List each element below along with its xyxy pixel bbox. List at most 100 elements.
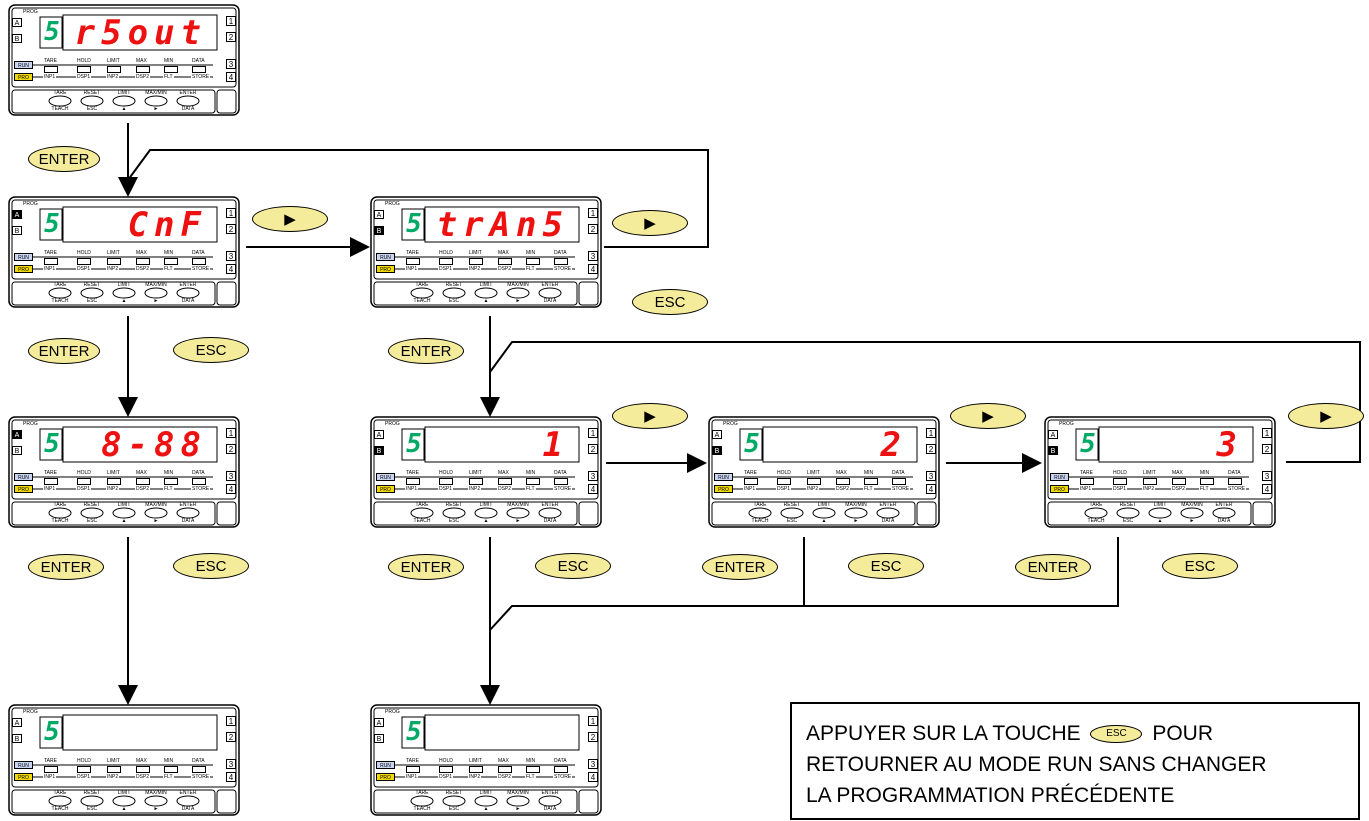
led-label: LIMIT [468,470,483,476]
setpoint-digit: 5 [406,429,422,459]
key-label: LIMIT [479,790,493,796]
key-label: RESET [83,282,101,288]
output-indicator-2: 2 [588,224,598,234]
output-indicator-1: 1 [1262,428,1272,438]
led-box [498,258,512,265]
prog-label: PROG [23,201,38,207]
esc-button[interactable]: ESC [632,289,708,315]
led-label: INP1 [405,774,419,780]
led-label: FLT [525,266,536,272]
output-indicator-3: 3 [226,59,236,69]
led-label: FLT [863,486,874,492]
esc-button[interactable]: ESC [1162,553,1238,579]
key-label: ► [515,806,521,812]
led-box [136,766,150,773]
output-indicator-3: 3 [226,471,236,481]
led-label: DSP1 [76,266,92,272]
led-label: DSP2 [1171,486,1187,492]
key-label: ► [853,518,859,524]
right-arrow-button[interactable]: ▶ [950,403,1026,429]
key-label: DATA [543,298,557,304]
right-arrow-button[interactable]: ▶ [252,206,328,232]
run-badge: RUN [14,253,33,261]
key-label: ESC [448,806,460,812]
led-label: HOLD [438,758,454,764]
output-indicator-2: 2 [226,732,236,742]
key-label: ENTER [179,90,197,96]
led-box [164,766,178,773]
led-label: MAX [497,250,510,256]
key-label: DATA [181,106,195,112]
key-label: TEACH [413,298,431,304]
output-indicator-1: 1 [588,716,598,726]
led-box [77,478,91,485]
led-box [439,478,453,485]
key-label: LIMIT [117,790,131,796]
led-box [136,478,150,485]
led-label: MAX [497,758,510,764]
key-label: MAX/MIN [145,790,167,796]
key-label: RESET [445,790,463,796]
led-box [107,478,121,485]
enter-button[interactable]: ENTER [28,554,104,580]
output-indicator-3: 3 [226,759,236,769]
led-box [164,478,178,485]
enter-button[interactable]: ENTER [28,146,100,172]
led-box [107,766,121,773]
esc-button[interactable]: ESC [848,553,924,579]
led-box [406,766,420,773]
enter-button[interactable]: ENTER [28,338,100,364]
output-indicator-1: 1 [226,428,236,438]
led-label: INP1 [43,74,57,80]
esc-button[interactable]: ESC [535,553,611,579]
b-indicator: B [1048,446,1058,455]
key-label: LIMIT [479,282,493,288]
key-label: ► [153,518,159,524]
led-label: STORE [891,486,911,492]
prog-label: PROG [23,709,38,715]
pro-badge: PRO [376,265,395,273]
enter-button[interactable]: ENTER [388,554,464,580]
esc-button[interactable]: ESC [173,553,249,579]
output-indicator-3: 3 [588,251,598,261]
led-box [136,66,150,73]
pro-badge: PRO [14,73,33,81]
key-label: RESET [83,790,101,796]
key-label: LIMIT [479,502,493,508]
panel-frame [8,4,240,116]
enter-button[interactable]: ENTER [702,554,778,580]
key-label: TEACH [1087,518,1105,524]
led-box [44,258,58,265]
a-indicator: A [12,718,22,727]
output-indicator-2: 2 [226,444,236,454]
led-label: DATA [191,470,206,476]
right-arrow-button[interactable]: ▶ [612,403,688,429]
esc-button[interactable]: ESC [173,337,249,363]
led-box [892,478,906,485]
led-box [192,766,206,773]
key-label: ▲ [121,806,127,812]
led-label: MIN [525,758,537,764]
enter-button[interactable]: ENTER [1015,554,1091,580]
right-arrow-button[interactable]: ▶ [1288,403,1364,429]
prog-label: PROG [385,709,400,715]
display-readout: r5out [74,12,207,53]
enter-button[interactable]: ENTER [388,338,464,364]
panel-frame [8,704,240,816]
led-label: INP2 [806,486,820,492]
led-label: MIN [1199,470,1211,476]
key-label: ESC [86,106,98,112]
a-indicator: A [12,18,22,27]
display-readout: CnF [127,204,207,245]
output-indicator-4: 4 [226,772,236,782]
led-label: MIN [163,250,175,256]
key-label: ENTER [879,502,897,508]
prog-label: PROG [23,9,38,15]
key-label: TARE [415,282,429,288]
led-box [864,478,878,485]
right-arrow-button[interactable]: ▶ [612,210,688,236]
pro-badge: PRO [14,485,33,493]
led-box [439,766,453,773]
